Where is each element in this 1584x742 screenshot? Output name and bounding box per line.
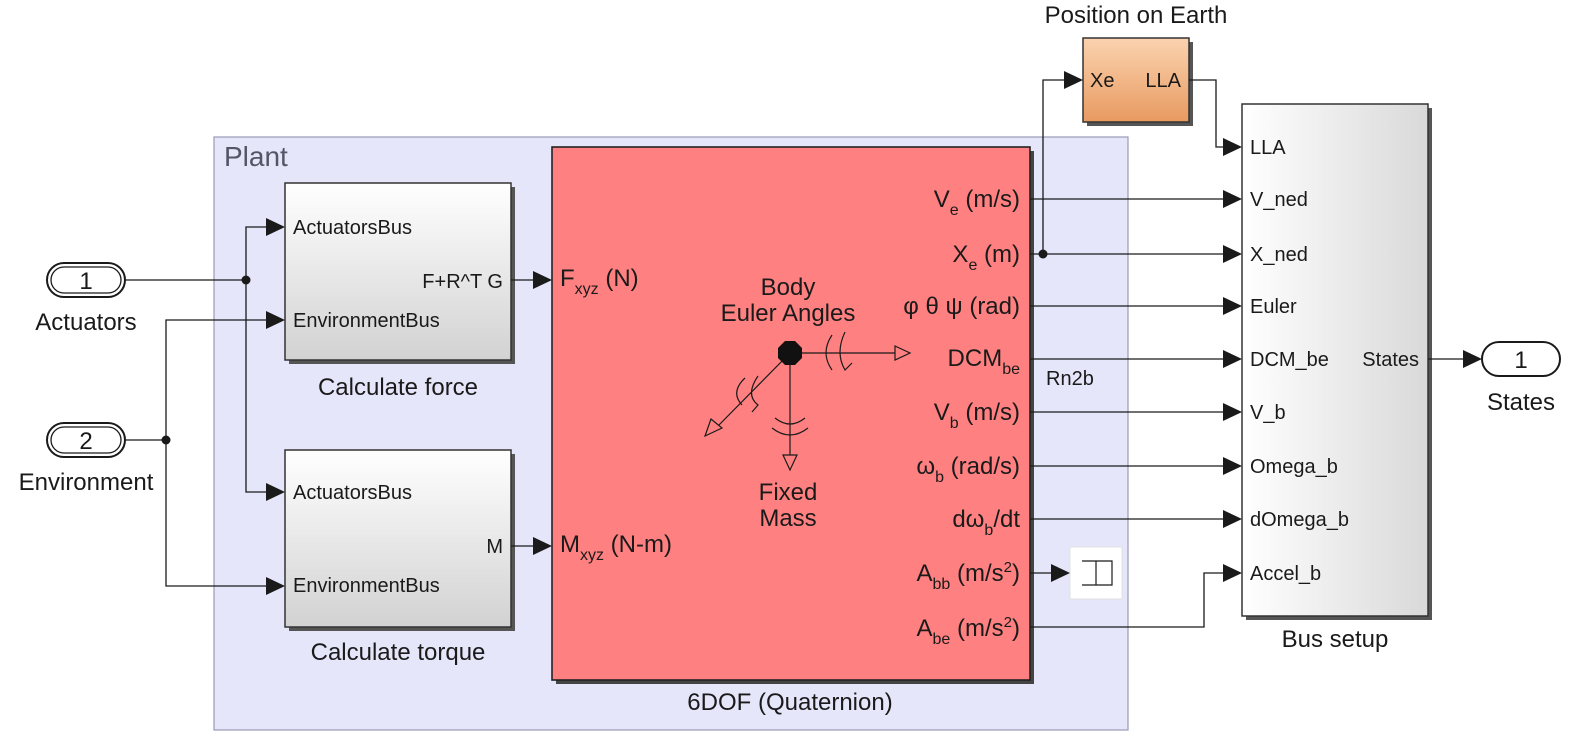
- wire-abe: [1030, 572, 1225, 628]
- sixdof-out-dcm: DCMbe: [948, 345, 1021, 378]
- wire-xe-to-position: [1042, 79, 1066, 254]
- terminator-icon: [1082, 560, 1113, 586]
- bus-setup-input-v-b: V_b: [1250, 402, 1286, 424]
- bus-setup-block[interactable]: [1241, 103, 1429, 617]
- bus-setup-input-v-ned: V_ned: [1250, 189, 1308, 211]
- arrow-torque-in2: [266, 577, 285, 595]
- calc-torque-out: M: [486, 536, 503, 558]
- outport-1-label: States: [1487, 389, 1555, 416]
- inport-2-number: 2: [79, 428, 92, 455]
- calc-torque-in1: ActuatorsBus: [293, 482, 412, 504]
- signal-lines: [125, 79, 1465, 628]
- arrow-bus-omega: [1223, 457, 1242, 475]
- wire-environment-to-force: [165, 319, 268, 440]
- sixdof-center-fixed: Fixed: [759, 479, 818, 506]
- body-axes-icon: [703, 331, 912, 472]
- wire-lla: [1189, 79, 1225, 148]
- position-in-port: Xe: [1090, 70, 1114, 92]
- calc-force-in1: ActuatorsBus: [293, 217, 412, 239]
- sixdof-out-abe: Abe (m/s2): [917, 614, 1020, 648]
- calc-torque-in2: EnvironmentBus: [293, 575, 440, 597]
- sixdof-out-domega: dωb/dt: [952, 506, 1020, 539]
- arrow-bus-xned: [1223, 245, 1242, 263]
- branch-point-actuators: [241, 275, 251, 285]
- calc-force-block[interactable]: [284, 182, 512, 361]
- calc-force-in2: EnvironmentBus: [293, 310, 440, 332]
- arrow-bus-domega: [1223, 510, 1242, 528]
- sixdof-center-mass: Mass: [759, 505, 816, 532]
- sixdof-out-omega: ωb (rad/s): [916, 453, 1020, 486]
- sixdof-center-body: Body: [761, 274, 816, 301]
- inport-1-label: Actuators: [35, 309, 136, 336]
- position-out-port: LLA: [1145, 70, 1181, 92]
- signal-arrows: [266, 71, 1482, 595]
- arrow-bus-lla: [1223, 138, 1242, 156]
- inport-2-label: Environment: [19, 469, 154, 496]
- bus-setup-input-omega-b: Omega_b: [1250, 456, 1338, 478]
- outport-1-number: 1: [1514, 347, 1527, 374]
- bus-setup-title: Bus setup: [1282, 626, 1389, 653]
- sixdof-center-euler: Euler Angles: [721, 300, 856, 327]
- arrow-outport: [1463, 350, 1482, 368]
- bus-setup-input-euler: Euler: [1250, 296, 1297, 318]
- sixdof-in-force: Fxyz (N): [560, 265, 639, 298]
- signal-label-rn2b: Rn2b: [1046, 368, 1094, 390]
- sixdof-title: 6DOF (Quaternion): [687, 689, 892, 716]
- sixdof-outputs: Ve (m/s) Xe (m) φ θ ψ (rad) DCMbe Vb (m/s) ωb…: [903, 186, 1020, 648]
- arrow-6dof-force: [533, 271, 552, 289]
- sixdof-out-euler: φ θ ψ (rad): [903, 293, 1020, 320]
- branch-point-xe: [1038, 249, 1048, 259]
- arrow-6dof-moment: [533, 537, 552, 555]
- bus-setup-input-lla: LLA: [1250, 137, 1286, 159]
- body-origin-marker: [778, 341, 802, 365]
- wire-actuators-to-torque: [245, 280, 268, 493]
- sixdof-out-vb: Vb (m/s): [934, 399, 1020, 432]
- calc-torque-block[interactable]: [284, 449, 512, 628]
- bus-setup-input-domega-b: dOmega_b: [1250, 509, 1349, 531]
- position-on-earth-block[interactable]: [1082, 37, 1190, 123]
- arrow-force-in1: [266, 218, 285, 236]
- inport-1-number: 1: [79, 268, 92, 295]
- arrow-bus-accel: [1223, 564, 1242, 582]
- arrow-position: [1064, 71, 1083, 89]
- arrow-torque-in1: [266, 483, 285, 501]
- sixdof-out-xe: Xe (m): [952, 241, 1020, 274]
- sixdof-out-ve: Ve (m/s): [934, 186, 1020, 219]
- arrow-bus-euler: [1223, 297, 1242, 315]
- bus-setup-output: States: [1362, 349, 1419, 371]
- calc-force-title: Calculate force: [318, 374, 478, 401]
- position-on-earth-title: Position on Earth: [1045, 2, 1228, 29]
- arrow-bus-dcm: [1223, 350, 1242, 368]
- calc-torque-title: Calculate torque: [311, 639, 486, 666]
- wire-actuators-to-force: [245, 226, 268, 280]
- sixdof-in-moment: Mxyz (N-m): [560, 531, 672, 564]
- sixdof-out-abb: Abb (m/s2): [917, 559, 1020, 593]
- arrow-force-in2: [266, 311, 285, 329]
- plant-title: Plant: [224, 141, 288, 172]
- arrow-terminator: [1051, 564, 1070, 582]
- arrow-bus-vb: [1223, 403, 1242, 421]
- bus-setup-input-accel-b: Accel_b: [1250, 563, 1321, 585]
- arrow-bus-vned: [1223, 190, 1242, 208]
- bus-setup-input-x-ned: X_ned: [1250, 244, 1308, 266]
- branch-point-environment: [161, 435, 171, 445]
- calc-force-out: F+R^T G: [422, 271, 503, 293]
- bus-setup-input-dcm-be: DCM_be: [1250, 349, 1329, 371]
- sixdof-block[interactable]: [551, 146, 1031, 681]
- wire-environment-to-torque: [165, 440, 268, 587]
- inport-1-inner: [50, 266, 122, 294]
- inport-2-inner: [50, 426, 122, 454]
